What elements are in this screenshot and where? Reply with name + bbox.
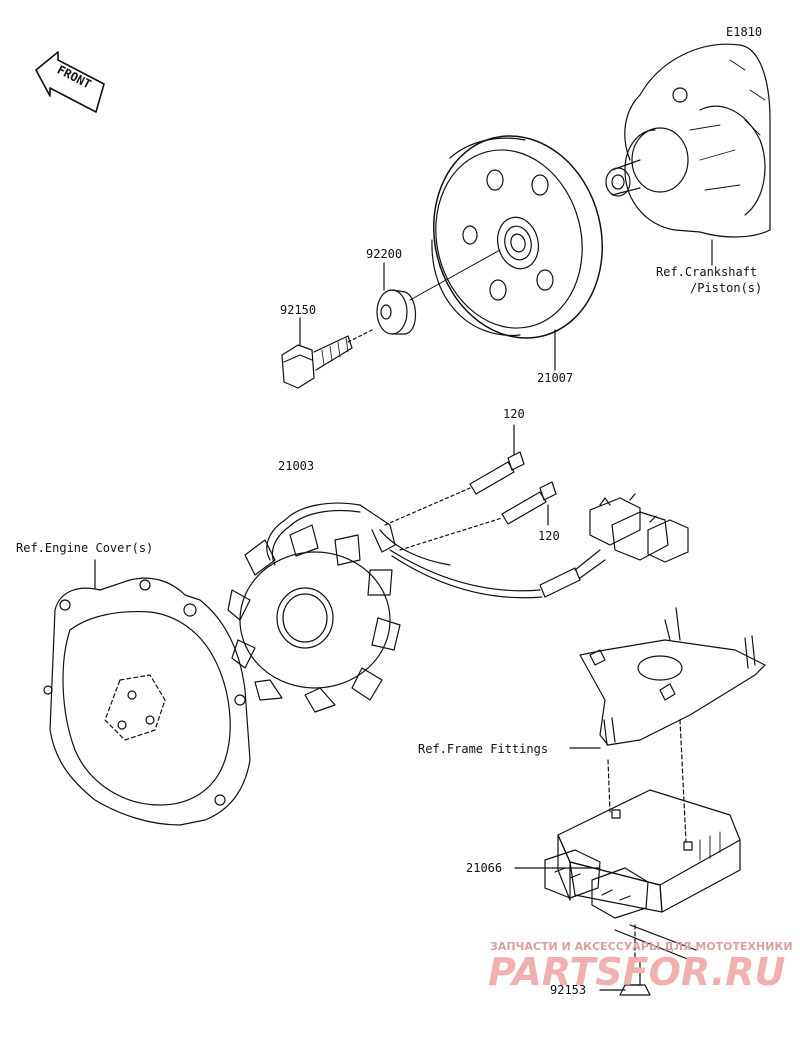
bolt-92150-part <box>281 335 353 389</box>
ref-crankshaft-line1: Ref.Crankshaft <box>656 265 757 279</box>
ref-engine-cover: Ref.Engine Cover(s) <box>16 541 153 555</box>
part-label-92150: 92150 <box>280 303 316 317</box>
stator-coil-part <box>227 502 606 713</box>
diagram-code: E1810 <box>726 25 762 39</box>
bolt-120-part-lower <box>501 481 557 525</box>
crankshaft-reference-part <box>605 43 771 238</box>
part-label-92200: 92200 <box>366 247 402 261</box>
part-label-21007: 21007 <box>537 371 573 385</box>
watermark-tagline: ЗАПЧАСТИ И АКСЕССУАРЫ ДЛЯ МОТОТЕХНИКИ <box>490 940 793 953</box>
bolt-92153-part <box>619 959 651 996</box>
part-label-92153: 92153 <box>550 983 586 997</box>
part-label-120-lower: 120 <box>538 529 560 543</box>
watermark-logo: PARTSFOR.RU <box>488 950 786 994</box>
regulator-rectifier-part <box>544 789 741 919</box>
ref-crankshaft-line2: /Piston(s) <box>690 281 762 295</box>
front-arrow-icon <box>35 51 105 113</box>
part-label-21066: 21066 <box>466 861 502 875</box>
connector-part <box>589 493 689 563</box>
part-label-120-upper: 120 <box>503 407 525 421</box>
washer-part <box>376 289 417 335</box>
frame-fittings-reference-part <box>579 607 766 746</box>
engine-cover-reference-part <box>43 577 251 826</box>
rotor-flywheel-part <box>431 135 603 339</box>
ref-frame-fittings: Ref.Frame Fittings <box>418 742 548 756</box>
part-label-21003: 21003 <box>278 459 314 473</box>
bolt-120-part-upper <box>469 451 525 495</box>
